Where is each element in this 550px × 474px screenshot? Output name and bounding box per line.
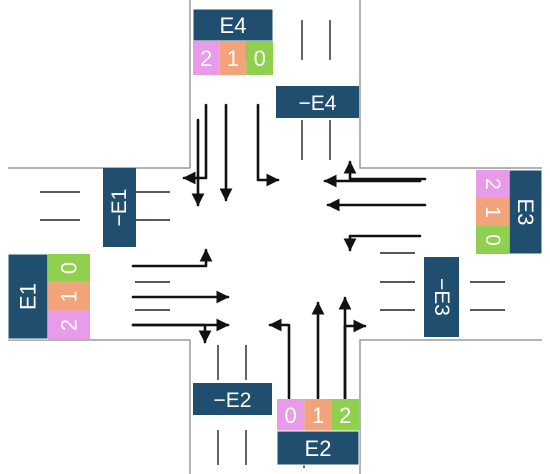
- road-outline: [8, 0, 542, 474]
- edge-neg-E3-text: −E3: [430, 278, 453, 316]
- edge-E4-text: E4: [220, 13, 247, 38]
- E3-lane-2: 2: [481, 178, 504, 190]
- edge-neg-E2-text: −E2: [214, 389, 252, 412]
- edge-E1-text: E1: [16, 283, 41, 310]
- arrow-top-left-turn: [256, 103, 280, 187]
- E3-lane-1: 1: [481, 206, 504, 218]
- edge-label-E2: 0 1 2 E2: [276, 399, 360, 466]
- E4-lane-2: 0: [254, 46, 266, 71]
- turn-arrows: [131, 103, 427, 400]
- E2-lane-1: 1: [312, 403, 324, 428]
- E1-lane-0: 0: [57, 262, 82, 274]
- edge-neg-E1-text: −E1: [108, 189, 131, 227]
- E3-lane-0: 0: [481, 234, 504, 246]
- E1-lane-2: 2: [57, 319, 82, 331]
- E2-lane-2: 2: [339, 403, 351, 428]
- edge-label-neg-E2: −E2: [193, 383, 272, 415]
- arrow-bottom-right-turn: [343, 319, 367, 400]
- E4-lane-1: 1: [227, 46, 239, 71]
- edge-neg-E4-text: −E4: [299, 92, 337, 115]
- edge-label-neg-E3: −E3: [424, 257, 459, 337]
- lane-markings: [40, 20, 505, 468]
- arrow-right-left-turn: [343, 234, 422, 252]
- edge-label-E4: E4 2 1 0: [192, 8, 274, 75]
- E2-lane-0: 0: [284, 403, 296, 428]
- arrow-bottom-left-turn: [268, 318, 291, 400]
- arrow-right-right-turn: [343, 160, 427, 181]
- arrow-left-right-turn: [131, 323, 212, 344]
- edge-label-neg-E4: −E4: [276, 86, 359, 118]
- edge-label-E1: E1 0 1 2: [7, 253, 90, 340]
- edge-E3-text: E3: [513, 199, 538, 226]
- arrow-left-left-turn: [131, 248, 213, 268]
- edge-label-neg-E1: −E1: [103, 168, 136, 247]
- E4-lane-0: 2: [200, 46, 212, 71]
- edge-label-E3: 2 1 0 E3: [476, 169, 543, 255]
- edge-E2-text: E2: [305, 436, 332, 461]
- E1-lane-1: 1: [57, 290, 82, 302]
- arrow-top-right-turn: [182, 103, 208, 185]
